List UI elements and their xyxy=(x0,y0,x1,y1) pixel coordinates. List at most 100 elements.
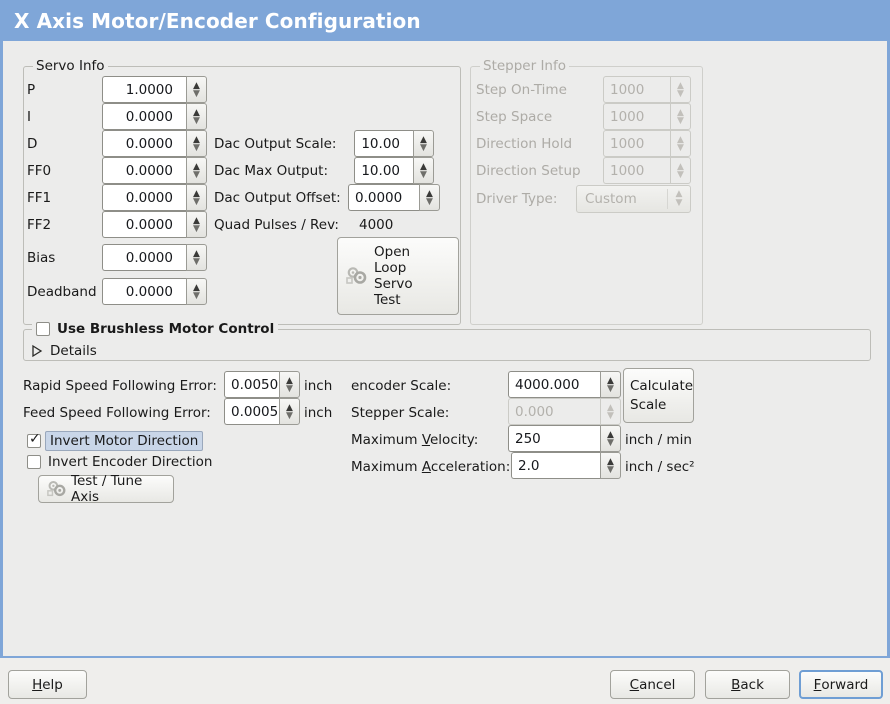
maximum-acceleration-spin[interactable]: 2.0 ▲▼ xyxy=(511,452,621,479)
invert-motor-checkbox-box[interactable]: ✓ xyxy=(27,431,41,448)
open-loop-servo-test-button[interactable]: Open Loop Servo Test xyxy=(337,237,459,315)
dac-output-offset-buttons[interactable]: ▲▼ xyxy=(419,184,440,211)
combo-separator xyxy=(667,189,668,209)
servo-spin-bias-value[interactable]: 0.0000 xyxy=(102,244,186,271)
invert-encoder-direction-checkbox[interactable]: Invert Encoder Direction xyxy=(27,454,212,470)
servo-label-p: P xyxy=(27,82,36,98)
test-tune-axis-button[interactable]: Test / Tune Axis xyxy=(38,473,174,505)
dac-max-output-label: Dac Max Output: xyxy=(214,163,329,179)
stepper-scale-value: 0.000 xyxy=(508,398,600,425)
dac-output-scale-buttons[interactable]: ▲▼ xyxy=(413,130,434,157)
rapid-following-error-label: Rapid Speed Following Error: xyxy=(23,378,217,394)
maximum-velocity-spin[interactable]: 250 ▲▼ xyxy=(508,425,621,452)
invert-motor-direction-checkbox[interactable]: ✓ Invert Motor Direction xyxy=(27,431,204,451)
step-space-label: Step Space xyxy=(476,109,553,125)
encoder-scale-buttons[interactable]: ▲▼ xyxy=(600,371,621,398)
gears-icon xyxy=(45,479,69,499)
details-label: Details xyxy=(50,343,97,359)
servo-spin-ff2-value[interactable]: 0.0000 xyxy=(102,211,186,238)
servo-spin-d-value[interactable]: 0.0000 xyxy=(102,130,186,157)
maximum-velocity-value[interactable]: 250 xyxy=(508,425,600,452)
dac-output-offset-value[interactable]: 0.0000 xyxy=(348,184,419,211)
rapid-following-error-value[interactable]: 0.0050 xyxy=(224,371,279,398)
encoder-scale-spin[interactable]: 4000.000 ▲▼ xyxy=(508,371,621,398)
cancel-button-mnemonic: C xyxy=(629,676,640,693)
driver-type-combo: Custom ▲▼ xyxy=(576,185,691,213)
servo-spin-d[interactable]: 0.0000 ▲▼ xyxy=(102,130,207,157)
step-on-time-label: Step On-Time xyxy=(476,82,567,98)
feed-following-error-value[interactable]: 0.0005 xyxy=(224,398,279,425)
servo-spin-p[interactable]: 1.0000 ▲▼ xyxy=(102,76,207,103)
servo-label-i: I xyxy=(27,109,31,125)
chevron-right-icon xyxy=(32,344,43,358)
servo-spin-i-value[interactable]: 0.0000 xyxy=(102,103,186,130)
servo-spin-ff1-value[interactable]: 0.0000 xyxy=(102,184,186,211)
servo-label-bias: Bias xyxy=(27,250,56,266)
direction-hold-label: Direction Hold xyxy=(476,136,573,152)
use-brushless-checkbox[interactable]: Use Brushless Motor Control xyxy=(32,321,279,337)
brushless-checkbox-box[interactable] xyxy=(36,322,50,336)
feed-following-error-buttons[interactable]: ▲▼ xyxy=(279,398,300,425)
maximum-velocity-label: Maximum Velocity: xyxy=(351,432,478,449)
stepper-scale-spin: 0.000 ▲▼ xyxy=(508,398,621,425)
dac-output-offset-spin[interactable]: 0.0000 ▲▼ xyxy=(348,184,440,211)
servo-spin-i-buttons[interactable]: ▲▼ xyxy=(186,103,207,130)
stepper-info-legend: Stepper Info xyxy=(480,58,570,74)
servo-spin-ff0-value[interactable]: 0.0000 xyxy=(102,157,186,184)
servo-spin-bias[interactable]: 0.0000 ▲▼ xyxy=(102,244,207,271)
servo-spin-ff0-buttons[interactable]: ▲▼ xyxy=(186,157,207,184)
servo-spin-ff2[interactable]: 0.0000 ▲▼ xyxy=(102,211,207,238)
invert-encoder-checkbox-box[interactable] xyxy=(27,455,41,469)
feed-following-error-label: Feed Speed Following Error: xyxy=(23,405,211,421)
direction-setup-value: 1000 xyxy=(603,157,670,184)
dac-max-output-spin[interactable]: 10.00 ▲▼ xyxy=(354,157,434,184)
dac-max-output-value[interactable]: 10.00 xyxy=(354,157,413,184)
forward-button-post: orward xyxy=(821,676,869,693)
rapid-following-error-buttons[interactable]: ▲▼ xyxy=(279,371,300,398)
dac-max-output-buttons[interactable]: ▲▼ xyxy=(413,157,434,184)
servo-spin-p-value[interactable]: 1.0000 xyxy=(102,76,186,103)
forward-button-mnemonic: F xyxy=(813,676,822,693)
encoder-scale-label: encoder Scale: xyxy=(351,378,452,394)
step-on-time-value: 1000 xyxy=(603,76,670,103)
test-tune-axis-label: Test / Tune Axis xyxy=(71,473,143,505)
servo-spin-ff2-buttons[interactable]: ▲▼ xyxy=(186,211,207,238)
servo-spin-i[interactable]: 0.0000 ▲▼ xyxy=(102,103,207,130)
open-loop-line-3: Servo xyxy=(374,276,413,292)
stepper-info-frame: Stepper Info xyxy=(470,58,703,325)
servo-label-d: D xyxy=(27,136,38,152)
servo-spin-ff0[interactable]: 0.0000 ▲▼ xyxy=(102,157,207,184)
servo-spin-ff1-buttons[interactable]: ▲▼ xyxy=(186,184,207,211)
cancel-button-post: ancel xyxy=(639,676,676,693)
servo-spin-p-buttons[interactable]: ▲▼ xyxy=(186,76,207,103)
details-expander[interactable]: Details xyxy=(31,343,97,359)
servo-label-ff0: FF0 xyxy=(27,163,52,179)
maximum-velocity-label-pre: Maximum xyxy=(351,432,422,448)
check-icon: ✓ xyxy=(29,431,41,447)
maximum-velocity-buttons[interactable]: ▲▼ xyxy=(600,425,621,452)
servo-spin-deadband-value[interactable]: 0.0000 xyxy=(102,278,186,305)
maximum-acceleration-buttons[interactable]: ▲▼ xyxy=(600,452,621,479)
encoder-scale-value[interactable]: 4000.000 xyxy=(508,371,600,398)
servo-spin-bias-buttons[interactable]: ▲▼ xyxy=(186,244,207,271)
servo-spin-d-buttons[interactable]: ▲▼ xyxy=(186,130,207,157)
dac-output-scale-spin[interactable]: 10.00 ▲▼ xyxy=(354,130,434,157)
gears-icon xyxy=(344,265,370,287)
rapid-following-error-spin[interactable]: 0.0050 ▲▼ xyxy=(224,371,300,398)
servo-spin-deadband-buttons[interactable]: ▲▼ xyxy=(186,278,207,305)
dac-output-scale-value[interactable]: 10.00 xyxy=(354,130,413,157)
servo-spin-deadband[interactable]: 0.0000 ▲▼ xyxy=(102,278,207,305)
feed-following-error-unit: inch xyxy=(304,405,333,421)
maximum-acceleration-value[interactable]: 2.0 xyxy=(511,452,600,479)
calculate-scale-button[interactable]: Calculate Scale xyxy=(623,368,694,423)
servo-spin-ff1[interactable]: 0.0000 ▲▼ xyxy=(102,184,207,211)
feed-following-error-spin[interactable]: 0.0005 ▲▼ xyxy=(224,398,300,425)
direction-hold-value: 1000 xyxy=(603,130,670,157)
step-space-buttons: ▲▼ xyxy=(670,103,691,130)
brushless-frame xyxy=(23,329,871,361)
